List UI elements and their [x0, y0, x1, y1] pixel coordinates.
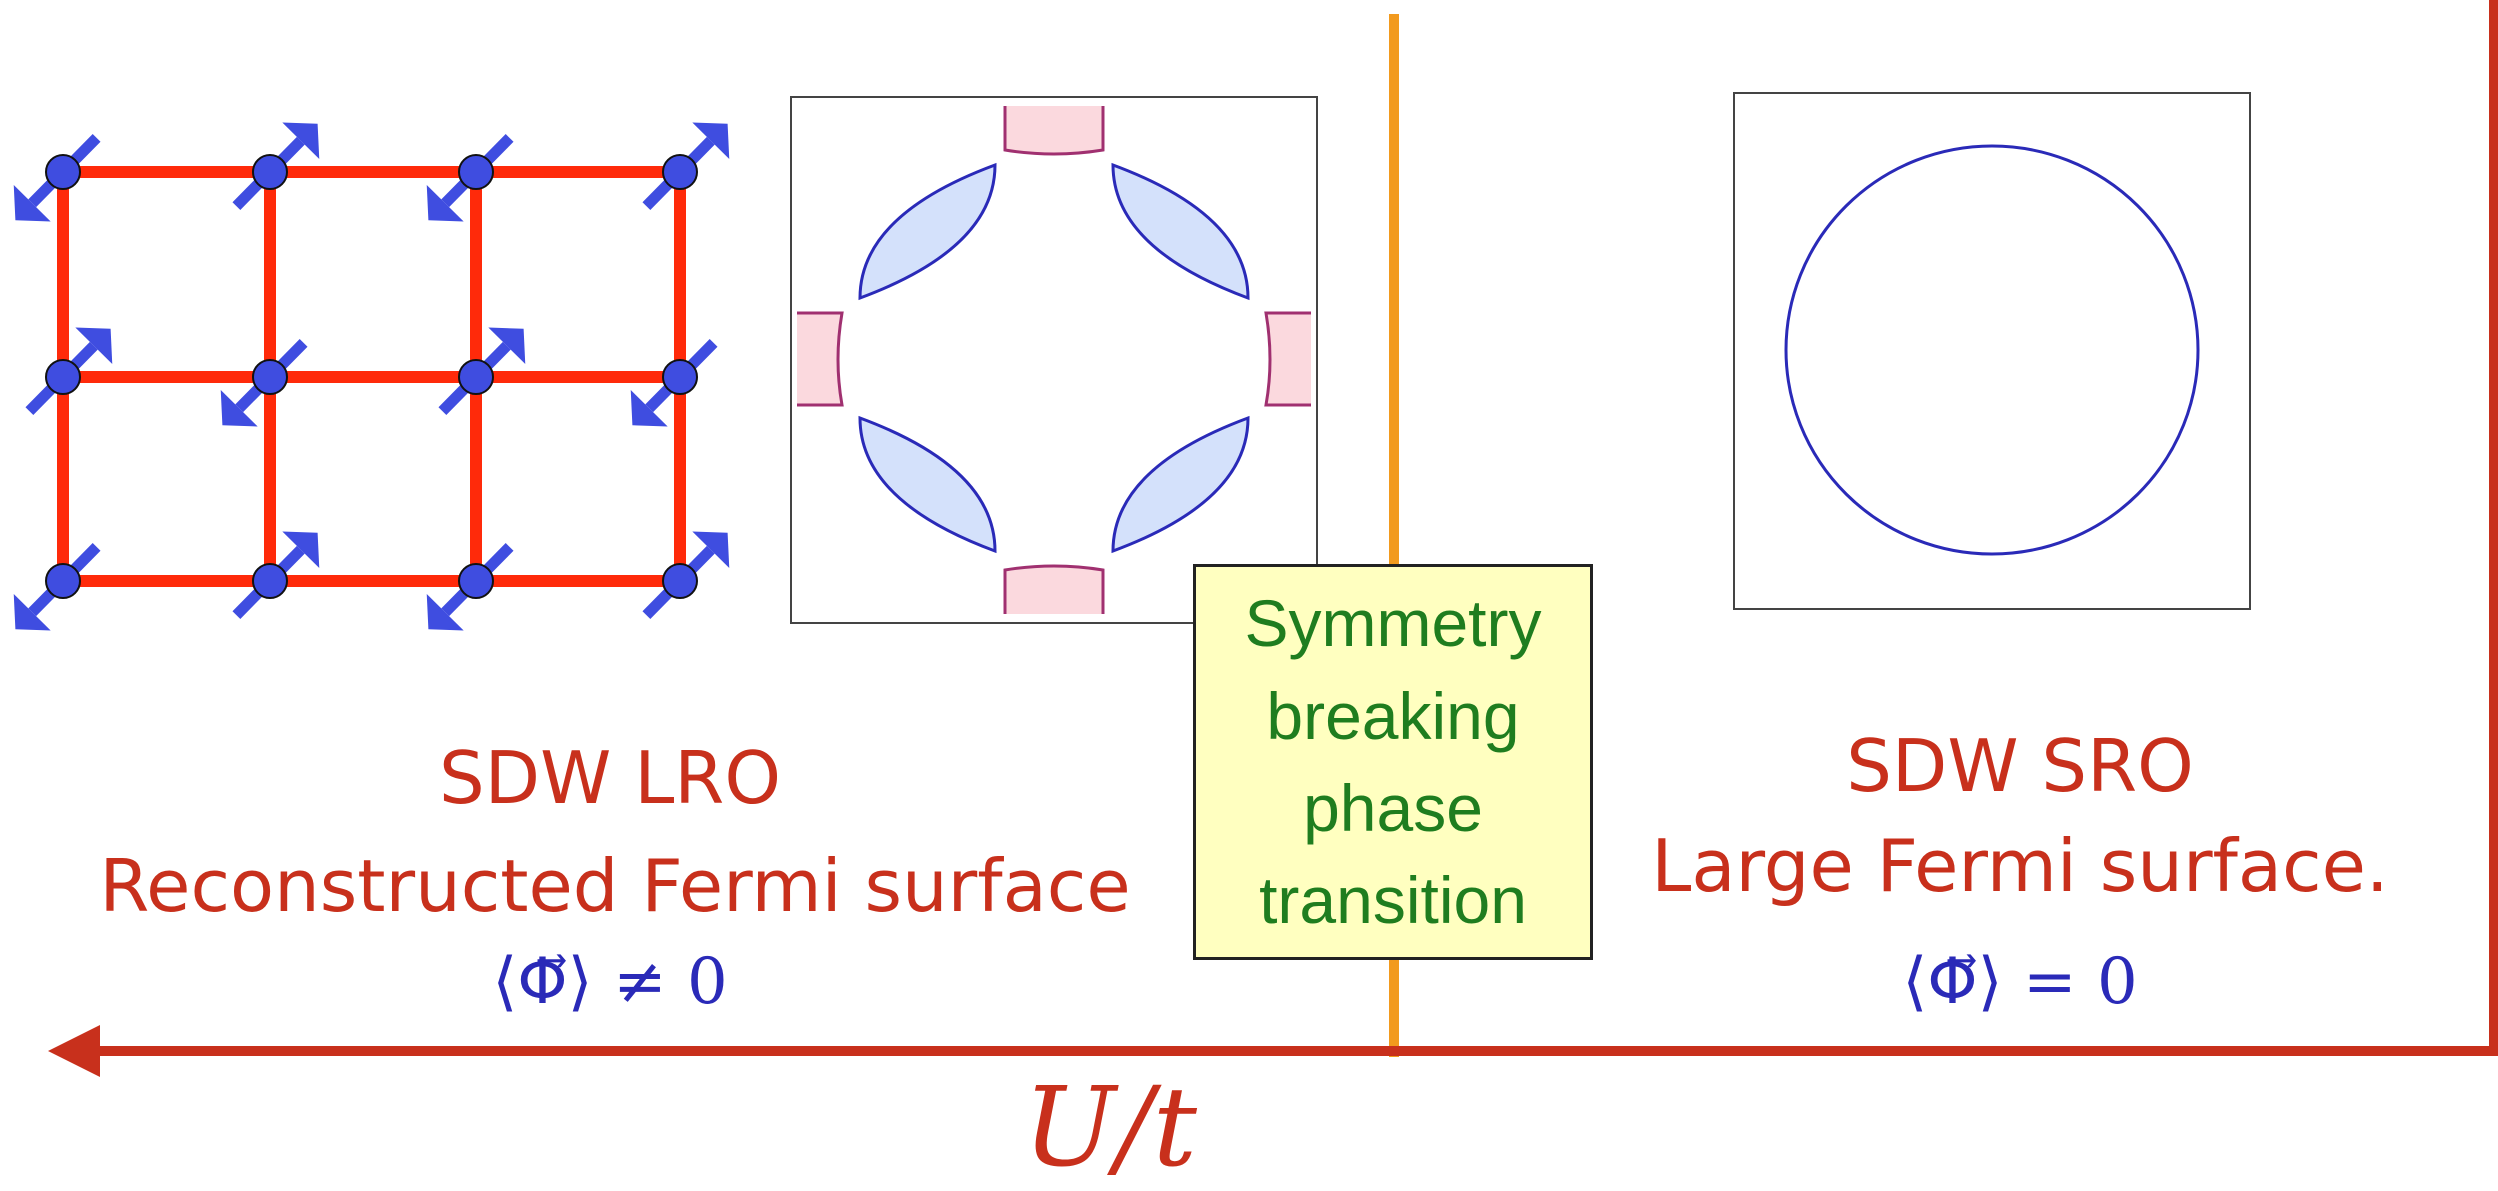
spin-down-arrow [13, 543, 101, 631]
right-phase-subtitle: Large Fermi surface. [1651, 824, 2389, 908]
hole-pocket [858, 415, 997, 554]
electron-pockets [797, 106, 1311, 614]
spin-down-arrow [13, 134, 101, 222]
electron-pocket [1003, 106, 1105, 156]
transition-box-line: breaking [1266, 678, 1520, 753]
left-phase-title: SDW LRO [438, 736, 782, 820]
left-order-parameter: ⟨Φ⃗⟩ ≠ 0 [492, 945, 728, 1019]
electron-pocket [1264, 311, 1311, 407]
spin-down-arrow [220, 339, 308, 427]
spin-up-arrow [438, 327, 526, 415]
brillouin-zone-frame [1733, 92, 2251, 610]
spin-up-arrow [232, 122, 320, 210]
spin-up-arrow [232, 531, 320, 619]
spin-down-arrow [630, 339, 718, 427]
right-phase-title: SDW SRO [1846, 724, 2194, 808]
axis-label: U/t [1023, 1063, 1197, 1191]
left-phase-subtitle: Reconstructed Fermi surface [99, 844, 1131, 928]
transition-box-line: phase [1303, 771, 1483, 845]
brillouin-zone-frame [790, 96, 1318, 624]
electron-pocket [1003, 564, 1105, 614]
spin-down-arrow [426, 134, 514, 222]
spin-up-arrow [642, 531, 730, 619]
hole-pocket [858, 162, 997, 301]
axis-arrowhead [48, 1025, 100, 1077]
right-order-parameter: ⟨Φ⃗⟩ = 0 [1902, 945, 2138, 1019]
transition-box-line: Symmetry [1244, 586, 1542, 661]
transition-box-line: transition [1259, 863, 1527, 938]
large-fermi-surface [1784, 144, 2200, 556]
axis [48, 0, 2498, 1077]
hole-pockets [858, 162, 1250, 554]
transition-box: Symmetry breaking phase transition [1193, 564, 1593, 960]
spin-lattice [13, 122, 730, 631]
hole-pocket [1111, 415, 1250, 554]
reconstructed-fermi-surface-panel [790, 96, 1318, 624]
spin-up-arrow [25, 327, 113, 415]
spin-up-arrow [642, 122, 730, 210]
hole-pocket [1111, 162, 1250, 301]
large-fermi-surface-panel [1733, 92, 2251, 610]
electron-pocket [797, 311, 844, 407]
spin-down-arrow [426, 543, 514, 631]
axis-line [70, 0, 2498, 1056]
